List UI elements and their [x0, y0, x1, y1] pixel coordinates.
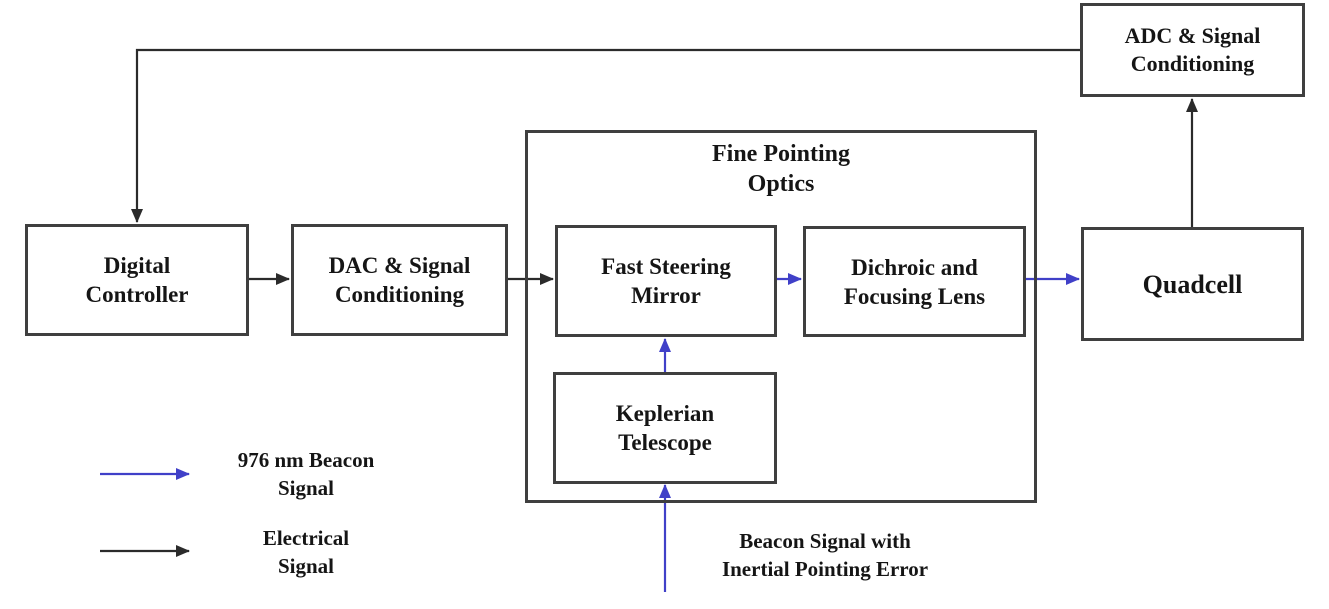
dac-signal-conditioning-box: DAC & Signal Conditioning [291, 224, 508, 336]
fine-pointing-optics-group [525, 130, 1037, 503]
fast-steering-mirror-box: Fast Steering Mirror [555, 225, 777, 337]
dichroic-focusing-lens-box: Dichroic and Focusing Lens [803, 226, 1026, 337]
quadcell-box: Quadcell [1081, 227, 1304, 341]
adc-signal-conditioning-box: ADC & Signal Conditioning [1080, 3, 1305, 97]
keplerian-telescope-box: Keplerian Telescope [553, 372, 777, 484]
legend-electrical-label: Electrical Signal [262, 526, 350, 578]
legend-beacon-label: 976 nm Beacon Signal [237, 448, 375, 500]
fine-pointing-optics-title: Fine Pointing Optics [711, 141, 850, 197]
digital-controller-box: Digital Controller [25, 224, 249, 336]
beacon-input-label: Beacon Signal with Inertial Pointing Err… [721, 529, 929, 581]
